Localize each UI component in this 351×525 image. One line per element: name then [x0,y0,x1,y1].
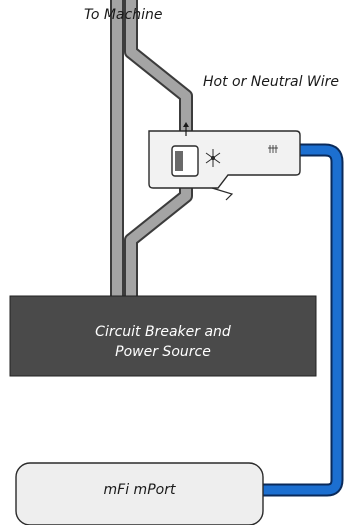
mport-label: mFi mPort [103,482,176,498]
hot-neutral-wire-label: Hot or Neutral Wire [203,74,340,90]
mfi-mark-icon [268,145,278,153]
data-cable [262,143,344,497]
circuit-breaker-label: Circuit Breaker and Power Source [10,322,316,362]
current-sensor [148,122,301,201]
circuit-breaker-box [9,295,317,377]
to-machine-label: To Machine [84,7,163,23]
circuit-breaker-label-line2: Power Source [115,344,211,360]
ubiquiti-logo-icon [205,149,221,167]
mport-box [15,462,264,525]
circuit-breaker-label-line1: Circuit Breaker and [95,324,231,340]
